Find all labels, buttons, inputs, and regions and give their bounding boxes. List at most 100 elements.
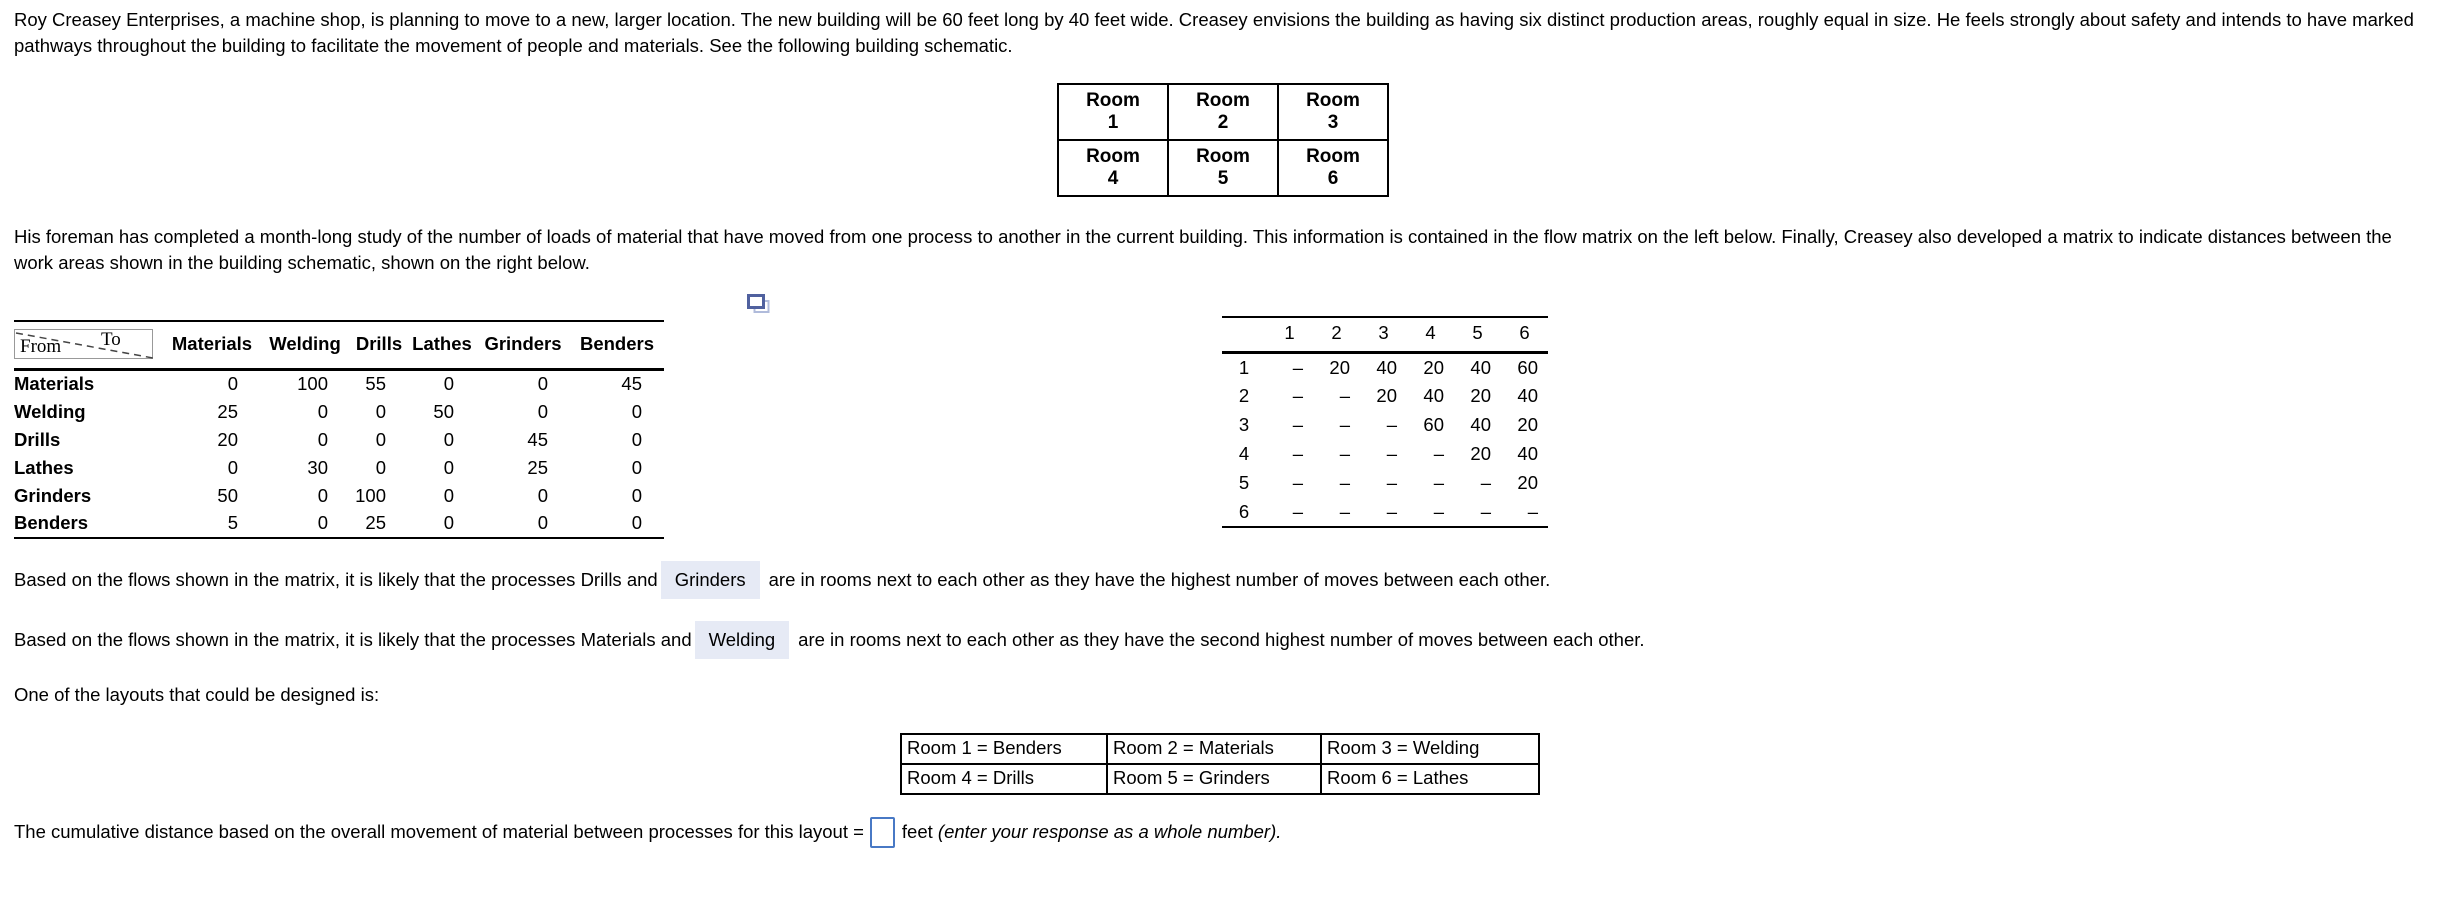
- intro-paragraph-2: His foreman has completed a month-long s…: [14, 226, 2392, 273]
- distance-value-cell: 40: [1517, 385, 1538, 406]
- distance-value-cell: –: [1339, 414, 1350, 435]
- distance-value-cell: –: [1433, 443, 1444, 464]
- room-name-label: Room: [1306, 146, 1360, 167]
- final-question-line: The cumulative distance based on the ove…: [14, 815, 1281, 850]
- distance-value-cell: –: [1339, 472, 1350, 493]
- flow-value-cell: 45: [527, 428, 548, 450]
- room-name-label: Room: [1086, 146, 1140, 167]
- flow-column-header: Benders: [579, 333, 655, 354]
- q1-text-before: Based on the flows shown in the matrix, …: [14, 569, 658, 590]
- layout-intro-text: One of the layouts that could be designe…: [14, 684, 380, 705]
- flow-value-cell: 0: [537, 512, 548, 533]
- q1-answer-box[interactable]: Grinders: [660, 561, 760, 599]
- duplicate-window-icon[interactable]: [747, 294, 771, 315]
- distance-row: 6––––––: [1222, 498, 1548, 527]
- flow-value-cell: 100: [355, 484, 386, 506]
- room-number-label: 1: [1107, 112, 1119, 133]
- distance-row-label: 5: [1238, 472, 1250, 493]
- flow-value-cell: 0: [537, 400, 548, 422]
- distance-column-header: 3: [1378, 322, 1389, 343]
- flow-row-label: Drills: [14, 428, 61, 450]
- distance-value-cell: –: [1527, 500, 1538, 522]
- distance-value-cell: 20: [1470, 385, 1491, 406]
- flow-value-cell: 0: [443, 484, 454, 506]
- flow-value-cell: 0: [227, 373, 238, 395]
- q2-answer-box[interactable]: Welding: [694, 621, 790, 659]
- distance-value-cell: –: [1339, 500, 1350, 522]
- flow-corner-cell: From To: [14, 321, 164, 370]
- distance-value-cell: 20: [1329, 356, 1350, 378]
- distance-column-header: 5: [1472, 322, 1483, 343]
- distance-value-cell: 20: [1470, 443, 1491, 464]
- flow-value-cell: 50: [433, 400, 454, 422]
- flow-value-cell: 5: [227, 512, 238, 533]
- distance-value-cell: –: [1292, 414, 1303, 435]
- distance-value-cell: 20: [1517, 414, 1538, 435]
- distance-column-header: 4: [1425, 322, 1436, 343]
- flow-row-label: Benders: [14, 512, 89, 533]
- room-name-label: Room: [1196, 146, 1250, 167]
- final-note-italic: (enter your response as a whole number).: [937, 821, 1282, 842]
- distance-value-cell: 40: [1470, 414, 1491, 435]
- flow-value-cell: 100: [297, 373, 328, 395]
- flow-value-cell: 50: [217, 484, 238, 506]
- flow-column-header: Lathes: [412, 333, 472, 354]
- flow-value-cell: 0: [375, 456, 386, 478]
- distance-corner-cell: [1222, 317, 1266, 353]
- distance-value-cell: 40: [1517, 443, 1538, 464]
- distance-value-cell: –: [1339, 385, 1350, 406]
- flow-value-cell: 0: [631, 428, 642, 450]
- distance-value-cell: 40: [1423, 385, 1444, 406]
- question-2-line: Based on the flows shown in the matrix, …: [14, 621, 1645, 659]
- distance-value-cell: 20: [1517, 472, 1538, 493]
- flow-value-cell: 0: [443, 428, 454, 450]
- flow-value-cell: 55: [365, 373, 386, 395]
- distance-value-cell: –: [1292, 443, 1303, 464]
- corner-from-label: From: [20, 336, 62, 357]
- flow-value-cell: 0: [631, 512, 642, 533]
- layout-assignment-cell: Room 6 = Lathes: [1320, 763, 1540, 795]
- final-text-before: The cumulative distance based on the ove…: [14, 821, 864, 842]
- flow-value-cell: 0: [631, 456, 642, 478]
- distance-value-cell: –: [1386, 500, 1397, 522]
- distance-row-label: 4: [1238, 443, 1250, 464]
- room-number-label: 2: [1217, 112, 1229, 133]
- flow-value-cell: 0: [375, 428, 386, 450]
- distance-value-cell: 40: [1470, 356, 1491, 378]
- distance-value-cell: –: [1292, 500, 1303, 522]
- distance-column-header: 2: [1331, 322, 1342, 343]
- question-1-line: Based on the flows shown in the matrix, …: [14, 561, 1550, 599]
- distance-value-cell: –: [1292, 356, 1303, 378]
- flow-value-cell: 0: [317, 428, 328, 450]
- corner-to-label: To: [101, 329, 121, 350]
- flow-row-label: Grinders: [14, 484, 92, 506]
- room-number-label: 3: [1327, 112, 1339, 133]
- room-number-label: 4: [1107, 168, 1119, 189]
- layout-assignment-cell: Room 3 = Welding: [1320, 733, 1540, 765]
- distance-value-cell: –: [1480, 472, 1491, 493]
- cumulative-distance-input[interactable]: [869, 816, 895, 848]
- room-number-label: 5: [1217, 168, 1229, 189]
